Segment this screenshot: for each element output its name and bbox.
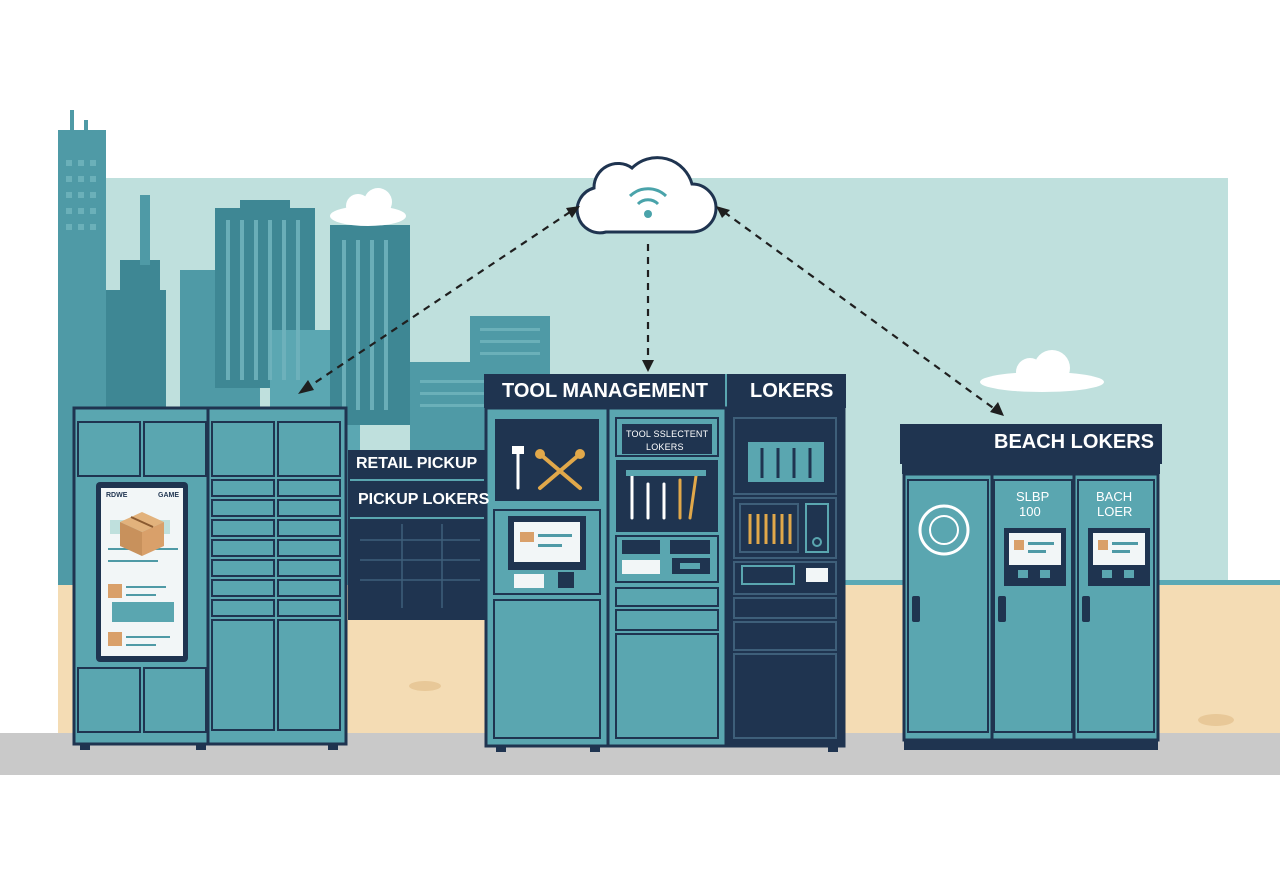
beach-door2-line1: SLBP xyxy=(1016,489,1050,504)
sky-cloud-right xyxy=(980,350,1104,392)
tool-panel-line1: TOOL SSLECTENT xyxy=(626,429,709,439)
retail-pickup-title: RETAIL PICKUP xyxy=(356,455,478,472)
beach-door3-line2: LOER xyxy=(1097,504,1133,519)
beach-lockers-banner: BEACH LOKERS xyxy=(994,431,1155,453)
screen-logo-left: RDWE xyxy=(106,492,128,499)
arrow-heads xyxy=(298,206,1004,416)
retail-touchscreen[interactable] xyxy=(96,482,188,662)
tool-locker-controls[interactable] xyxy=(622,540,710,574)
tool-rack-icons xyxy=(626,470,706,520)
beach-door2-line2: 100 xyxy=(1019,504,1041,519)
beach-door3-line1: BACH xyxy=(1096,489,1133,504)
package-box-icon xyxy=(120,512,164,556)
tool-panel-line2: LOKERS xyxy=(646,442,684,452)
beach-screen-left[interactable] xyxy=(1004,528,1066,586)
beach-locker-unit xyxy=(900,424,1162,750)
wrench-screwdriver-icon xyxy=(512,446,585,490)
sun-badge-icon xyxy=(918,504,970,556)
tool-management-banner: TOOL MANAGEMENT xyxy=(502,380,708,402)
beach-screen-right[interactable] xyxy=(1088,528,1150,586)
tool-locker-keypad[interactable] xyxy=(508,516,586,588)
pickup-sign-board xyxy=(348,450,486,620)
package-box-icon-small xyxy=(108,584,122,646)
retail-locker-unit xyxy=(72,406,348,750)
sky-cloud-left xyxy=(330,188,406,226)
wifi-cloud-icon xyxy=(575,156,718,235)
tool-lockers-banner: LOKERS xyxy=(750,380,834,402)
connection-arrows xyxy=(303,211,997,411)
pickup-lockers-title: PICKUP LOKERS xyxy=(358,491,490,508)
screen-logo-right: GAME xyxy=(158,492,179,499)
tool-hooks-display xyxy=(739,442,829,585)
